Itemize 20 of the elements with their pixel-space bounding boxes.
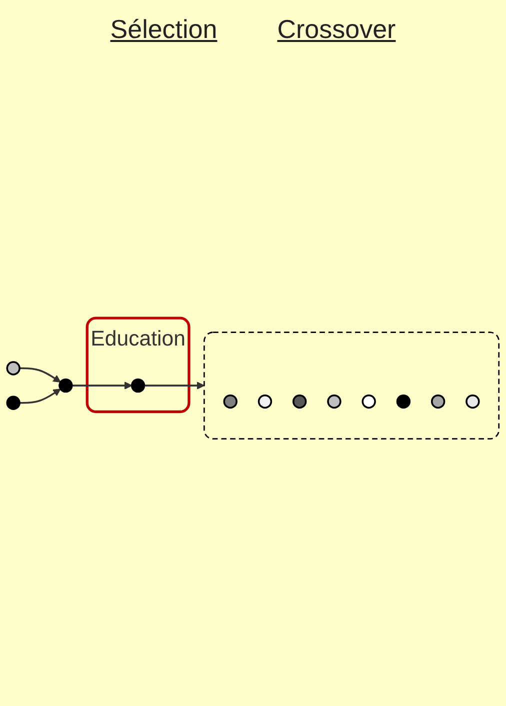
node-circle [430, 394, 446, 409]
node-circle [362, 394, 376, 409]
arrow [20, 367, 61, 383]
node-circle [466, 394, 480, 409]
cluster [204, 332, 500, 440]
arrow [72, 382, 132, 390]
step-heading: Crossover [277, 14, 396, 45]
arrow [20, 388, 61, 404]
node-circle [292, 394, 307, 409]
node-circle [58, 378, 73, 393]
node-circle [223, 394, 238, 409]
node-circle [396, 394, 411, 409]
node-circle [258, 394, 272, 409]
node-circle [130, 378, 146, 393]
arrow [144, 382, 205, 390]
node-circle [327, 394, 342, 409]
node-circle [6, 396, 20, 410]
node-circle [6, 361, 20, 376]
step-heading: Sélection [110, 14, 218, 45]
cluster: Education [86, 316, 190, 414]
